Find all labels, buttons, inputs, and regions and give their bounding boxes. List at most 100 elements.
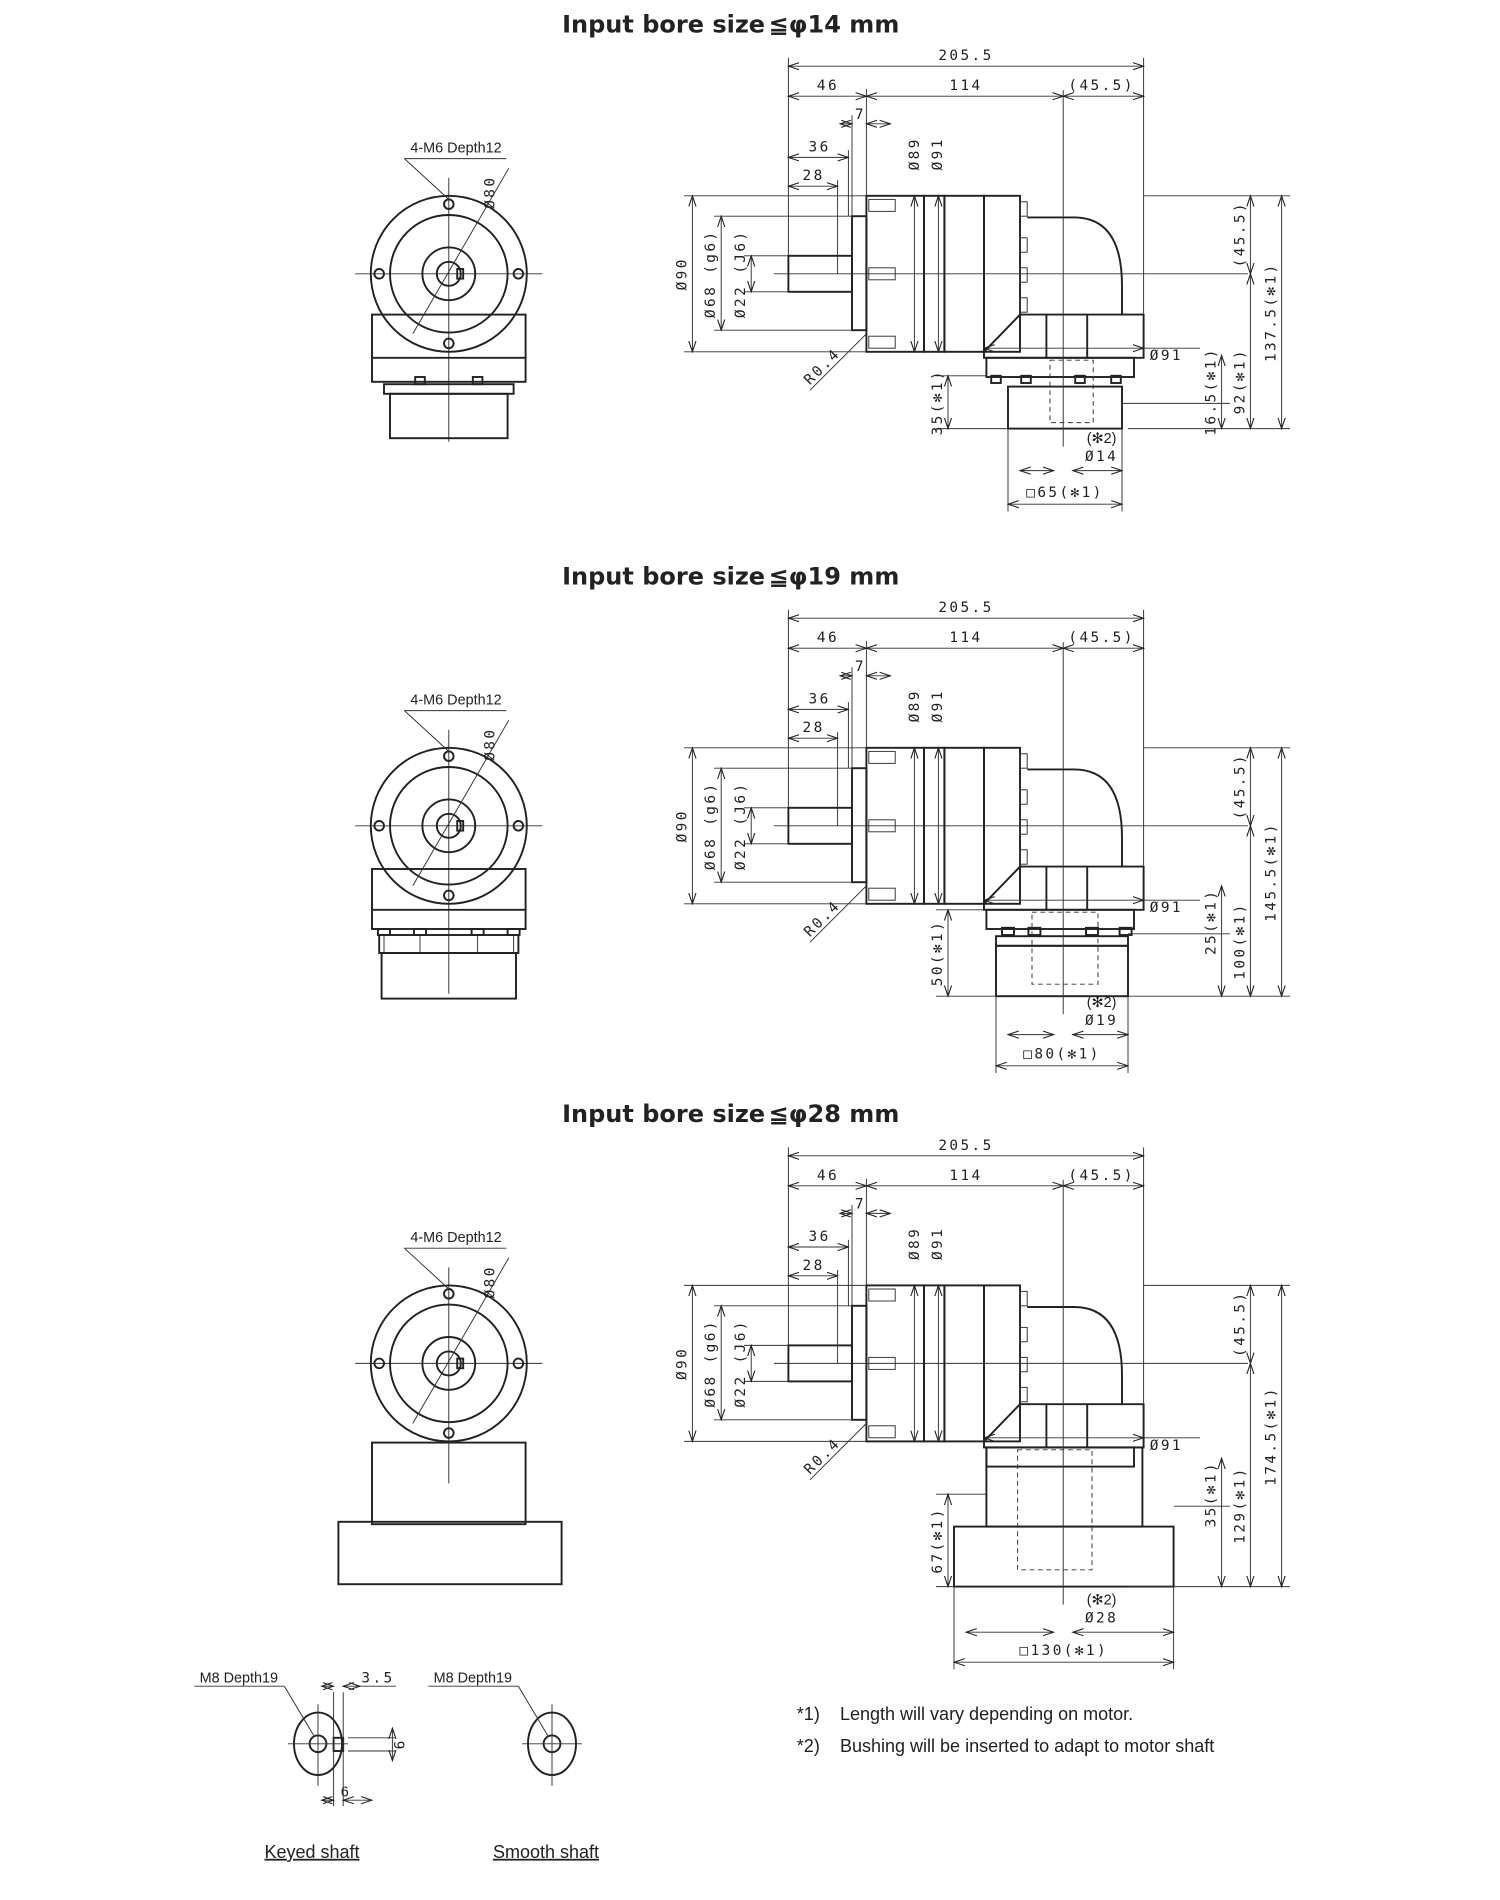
leader-line (517, 1685, 549, 1737)
tap-hole (373, 820, 385, 832)
dimension-label: 46 (817, 78, 839, 94)
bore-size-label: ≦φ28 mm (769, 1100, 900, 1128)
elbow-housing (1027, 216, 1123, 315)
tap-hole (512, 820, 525, 832)
bolt (1019, 237, 1028, 253)
dimension-label: 28 (803, 168, 825, 184)
dimension-label: 137.5(✻1) (1264, 262, 1280, 362)
leader-line (404, 158, 450, 200)
bolt (868, 335, 896, 349)
dimension-label: 145.5(✻1) (1264, 822, 1280, 922)
dimension-label: 3.5 (361, 1671, 394, 1687)
drawing-outline (378, 934, 520, 954)
dimension-label: (45.5) (1068, 630, 1134, 646)
drawing-outline (995, 935, 1129, 947)
leader-line (809, 1423, 867, 1481)
footnote-text: Bushing will be inserted to adapt to mot… (840, 1736, 1214, 1756)
motor-adapter (1007, 385, 1123, 430)
bolt (868, 1288, 896, 1302)
dimension-label: 92(✻1) (1232, 348, 1248, 414)
tap-hole (443, 889, 455, 902)
dimension-label: Ø28 (1085, 1611, 1118, 1627)
dimension-label: 114 (949, 78, 982, 94)
bushing (1031, 911, 1099, 985)
keyway (456, 820, 465, 832)
tap-hole (373, 268, 385, 280)
drawing-section-2: Input bore size≦φ19 mm4-M6 Depth12Ø80205… (355, 563, 1290, 1073)
motor-adapter (995, 944, 1129, 998)
dimension-label: 28 (803, 1258, 825, 1274)
tap-callout: 4-M6 Depth12 (410, 1230, 501, 1246)
dimension-label: 174.5(✻1) (1264, 1386, 1280, 1486)
dimension-label: (45.5) (1232, 1291, 1248, 1357)
elbow-housing (1027, 1306, 1123, 1405)
bolt (1019, 753, 1028, 769)
pcd-line (412, 719, 510, 887)
dimension-label: Ø22 (J6) (733, 230, 749, 319)
dimension-label: (45.5) (1232, 753, 1248, 819)
drawing-outline (471, 376, 484, 386)
dimension-label: Ø89 (907, 1227, 923, 1260)
flange-circle (369, 746, 528, 905)
dimension-label: Ø14 (1085, 449, 1118, 465)
dimension-label: 205.5 (938, 48, 993, 64)
dimension-label: 25(✻1) (1204, 889, 1220, 955)
pcd-label: Ø80 (482, 176, 498, 209)
note-ref: (✻2) (1087, 431, 1117, 447)
bore-circle (435, 812, 462, 839)
dimension-label: Ø19 (1085, 1013, 1118, 1029)
bushing (1017, 1449, 1093, 1571)
drawing-outline (414, 376, 426, 386)
tap-callout: M8 Depth19 (434, 1671, 512, 1687)
section-title: Input bore size (562, 563, 765, 591)
leader-line (404, 1247, 450, 1290)
keyway (456, 1357, 465, 1370)
motor-flange (985, 356, 1135, 378)
dimension-label: 28 (803, 720, 825, 736)
footnote-mark: *2) (797, 1736, 820, 1756)
bore-size-label: ≦φ19 mm (769, 563, 900, 591)
drawing-circle (389, 214, 509, 334)
bolt (868, 819, 896, 833)
dimension-label: Ø89 (907, 137, 923, 170)
dimension-label: 46 (817, 630, 839, 646)
dimension-label: 114 (949, 630, 982, 646)
leader-line (404, 710, 450, 752)
dimension-label: (45.5) (1068, 1168, 1134, 1184)
dimension-label: Ø22 (J6) (733, 1319, 749, 1408)
dimension-label: Ø68 (g6) (703, 1319, 719, 1408)
motor-adapter (985, 1446, 1144, 1528)
drawing-section-1: Input bore size≦φ14 mm4-M6 Depth12Ø80205… (355, 11, 1290, 512)
dimension-label: Ø91 (1150, 348, 1183, 364)
tap-hole (443, 337, 455, 350)
dimension-label: Ø68 (g6) (703, 782, 719, 871)
dimension-label: Ø91 (930, 137, 946, 170)
drawing-outline (371, 868, 527, 930)
dimension-label: □130(✻1) (1020, 1643, 1109, 1659)
tap-callout: M8 Depth19 (200, 1671, 278, 1687)
dimension-label: Ø91 (1150, 1438, 1183, 1454)
bore-size-label: ≦φ14 mm (769, 11, 900, 39)
dimension-label: 7 (855, 107, 866, 123)
dimension-label: Ø91 (930, 1227, 946, 1260)
drawing-outline (1118, 926, 1133, 936)
drawing-circle (389, 1303, 509, 1424)
dimension-label: 114 (949, 1168, 982, 1184)
drawing-circle (421, 798, 477, 854)
footnote-mark: *1) (797, 1704, 820, 1724)
dimension-label: Ø91 (930, 689, 946, 722)
drawing-outline (1020, 374, 1032, 384)
flange-circle (369, 1284, 528, 1443)
drawing-outline (1110, 374, 1122, 384)
bolt (1019, 1290, 1028, 1307)
bolt (1019, 1356, 1028, 1373)
dimension-label: 35(✻1) (930, 369, 946, 435)
motor-flange-large (953, 1525, 1175, 1588)
dimension-label: Ø91 (1150, 900, 1183, 916)
elbow-housing (1027, 768, 1123, 867)
bolt (868, 1425, 896, 1439)
dimension-label: 7 (855, 1197, 866, 1213)
drawing-circle (389, 766, 509, 886)
dimension-label: (45.5) (1232, 201, 1248, 267)
